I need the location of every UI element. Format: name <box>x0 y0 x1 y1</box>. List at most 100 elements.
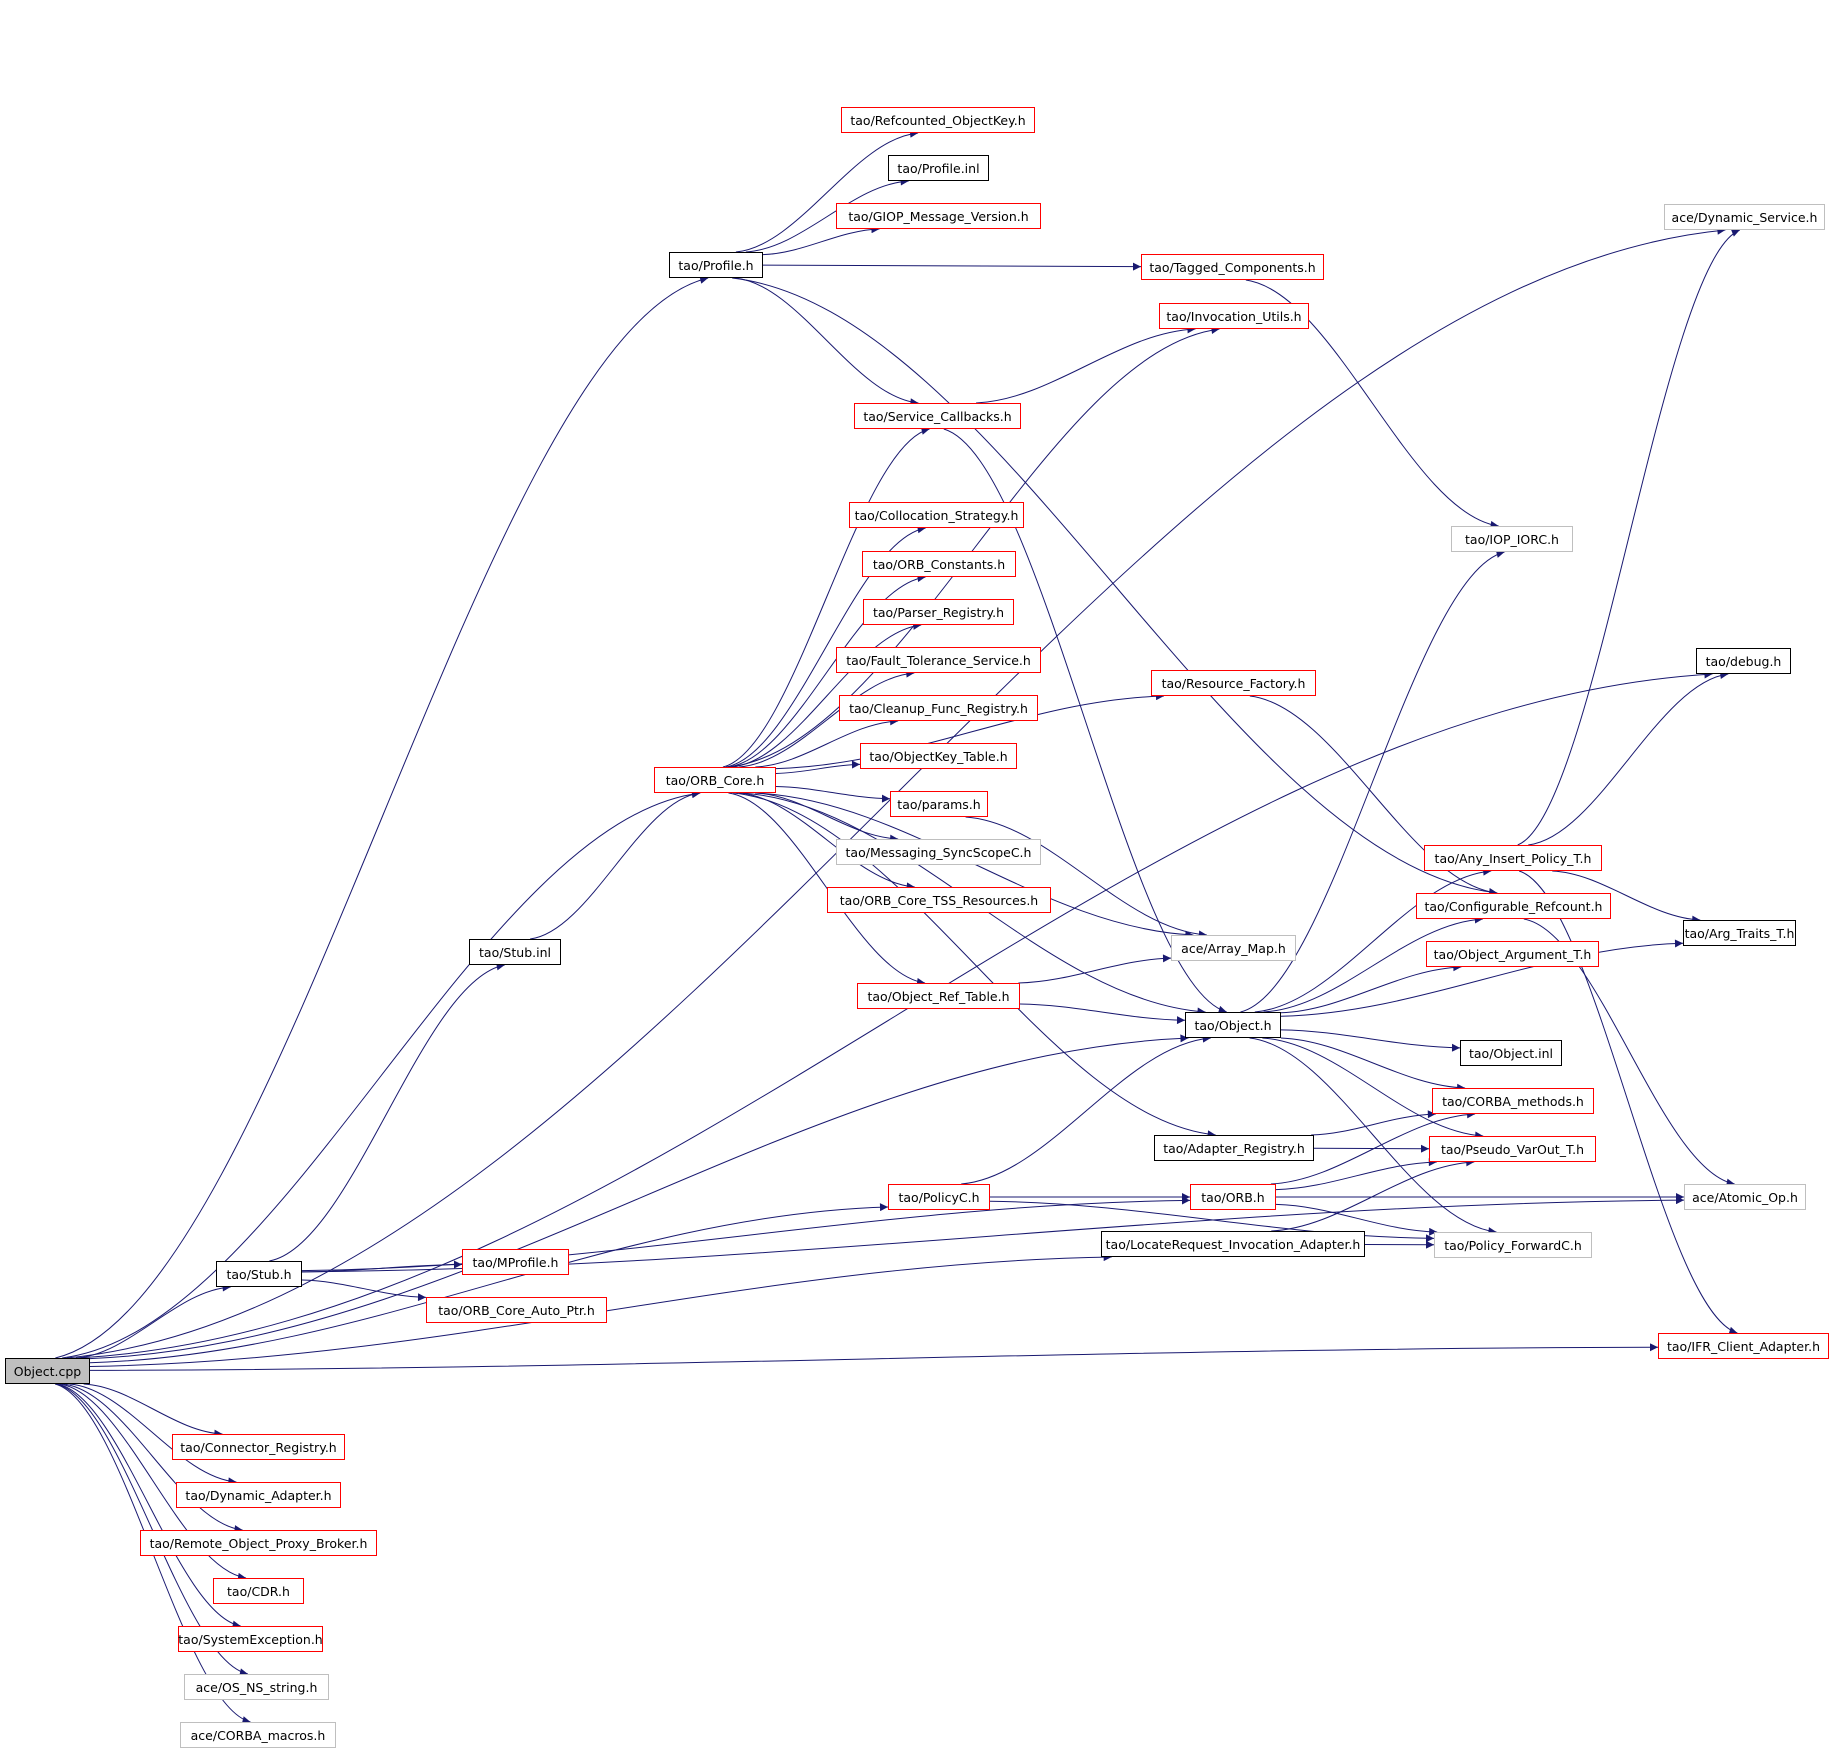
node-profile-inl[interactable]: tao/Profile.inl <box>888 155 989 181</box>
node-dynamic-service[interactable]: ace/Dynamic_Service.h <box>1664 204 1825 230</box>
edge-orb_h-to-pseudo_varout <box>1275 1158 1437 1191</box>
node-service-callbacks[interactable]: tao/Service_Callbacks.h <box>854 403 1021 429</box>
node-invocation-utils[interactable]: tao/Invocation_Utils.h <box>1159 303 1309 329</box>
edge-stub_h-to-orb_core_auto_ptr <box>301 1279 427 1302</box>
node-orb-core[interactable]: tao/ORB_Core.h <box>654 767 776 793</box>
node-messaging-syncscopec[interactable]: tao/Messaging_SyncScopeC.h <box>836 839 1041 865</box>
edge-service_callbacks-to-invocation_utils <box>976 325 1196 404</box>
node-orb-h[interactable]: tao/ORB.h <box>1190 1184 1276 1210</box>
node-fault-tolerance-service[interactable]: tao/Fault_Tolerance_Service.h <box>836 647 1041 673</box>
node-connector-registry[interactable]: tao/Connector_Registry.h <box>172 1434 345 1460</box>
edge-profile_h-to-tagged_components <box>762 262 1142 271</box>
edge-any_insert_policy-to-dynamic_service <box>1517 229 1740 846</box>
node-objectkey-table[interactable]: tao/ObjectKey_Table.h <box>860 743 1017 769</box>
edge-orb_core-to-messaging_syncscopec <box>755 792 899 843</box>
edge-object_cpp-to-orb_core <box>62 790 701 1359</box>
edge-object_cpp-to-systemexception <box>57 1383 241 1629</box>
edge-stub_h-to-stub_inl <box>269 962 505 1262</box>
node-object-h[interactable]: tao/Object.h <box>1185 1012 1281 1038</box>
node-arg-traits-t[interactable]: tao/Arg_Traits_T.h <box>1683 920 1796 946</box>
edge-service_callbacks-to-object_h <box>943 428 1227 1014</box>
node-object-ref-table[interactable]: tao/Object_Ref_Table.h <box>857 983 1020 1009</box>
node-systemexception[interactable]: tao/SystemException.h <box>178 1626 323 1652</box>
edge-object_cpp-to-connector_registry <box>83 1383 223 1438</box>
edge-object_cpp-to-profile_h <box>55 275 709 1359</box>
edge-orb_core-to-cleanup_func_registry <box>755 717 899 768</box>
node-tagged-components[interactable]: tao/Tagged_Components.h <box>1141 254 1324 280</box>
node-remote-object-proxy-broker[interactable]: tao/Remote_Object_Proxy_Broker.h <box>140 1530 377 1556</box>
node-corba-methods[interactable]: tao/CORBA_methods.h <box>1432 1088 1594 1114</box>
node-parser-registry[interactable]: tao/Parser_Registry.h <box>863 599 1014 625</box>
edge-orb_core-to-collocation_strategy <box>725 525 926 768</box>
edge-locaterequest-to-pseudo_varout <box>1271 1158 1475 1232</box>
edge-object_h-to-arg_traits_t <box>1280 939 1684 1017</box>
edge-profile_h-to-profile_inl <box>745 177 909 253</box>
edge-stub_h-to-orb_h <box>301 1196 1191 1272</box>
edge-configurable_refcount-to-atomic_op <box>1523 918 1735 1187</box>
edge-profile_h-to-giop_message_version <box>762 225 880 256</box>
node-os-ns-string[interactable]: ace/OS_NS_string.h <box>184 1674 329 1700</box>
edge-object_h-to-pseudo_varout <box>1262 1037 1484 1140</box>
node-orb-constants[interactable]: tao/ORB_Constants.h <box>862 551 1016 577</box>
edge-object_h-to-any_insert_policy <box>1254 867 1492 1013</box>
edge-orb_core-to-params <box>775 786 891 803</box>
node-object-cpp[interactable]: Object.cpp <box>5 1358 90 1384</box>
edge-object_h-to-object_argument_t <box>1280 963 1462 1014</box>
node-collocation-strategy[interactable]: tao/Collocation_Strategy.h <box>849 502 1024 528</box>
node-corba-macros[interactable]: ace/CORBA_macros.h <box>180 1722 336 1748</box>
edge-object_h-to-configurable_refcount <box>1263 915 1483 1013</box>
node-debug-h[interactable]: tao/debug.h <box>1696 648 1791 674</box>
node-giop-message-version[interactable]: tao/GIOP_Message_Version.h <box>836 203 1041 229</box>
node-configurable-refcount[interactable]: tao/Configurable_Refcount.h <box>1416 893 1611 919</box>
node-params[interactable]: tao/params.h <box>890 791 988 817</box>
node-orb-core-tss-resources[interactable]: tao/ORB_Core_TSS_Resources.h <box>827 887 1051 913</box>
node-stub-inl[interactable]: tao/Stub.inl <box>469 939 561 965</box>
edge-object_cpp-to-remote_object_proxy_broker <box>63 1383 243 1534</box>
edge-object_cpp-to-policyc <box>89 1203 889 1364</box>
edge-object_cpp-to-debug_h <box>78 670 1713 1359</box>
edge-orb_core-to-service_callbacks <box>722 426 930 768</box>
node-profile-h[interactable]: tao/Profile.h <box>669 252 763 278</box>
node-mprofile[interactable]: tao/MProfile.h <box>462 1249 569 1275</box>
edge-adapter_registry-to-corba_methods <box>1311 1110 1436 1136</box>
node-atomic-op[interactable]: ace/Atomic_Op.h <box>1684 1184 1806 1210</box>
edge-orb_core-to-object_ref_table <box>728 792 926 986</box>
edge-orb_h-to-policy_forwardc <box>1275 1203 1438 1236</box>
edge-orb_core-to-objectkey_table <box>775 760 861 774</box>
node-pseudo-varout[interactable]: tao/Pseudo_VarOut_T.h <box>1429 1136 1596 1162</box>
node-resource-factory[interactable]: tao/Resource_Factory.h <box>1151 670 1316 696</box>
node-refcounted-objectkey[interactable]: tao/Refcounted_ObjectKey.h <box>841 107 1035 133</box>
node-cleanup-func-registry[interactable]: tao/Cleanup_Func_Registry.h <box>839 695 1038 721</box>
edge-object_cpp-to-dynamic_adapter <box>69 1383 237 1486</box>
node-any-insert-policy[interactable]: tao/Any_Insert_Policy_T.h <box>1424 845 1602 871</box>
edge-object_h-to-iop_iorc <box>1240 550 1505 1013</box>
edge-object_cpp-to-object_h <box>89 1034 1189 1360</box>
edge-profile_h-to-refcounted_objectkey <box>735 129 919 253</box>
node-array-map[interactable]: ace/Array_Map.h <box>1171 935 1296 961</box>
node-orb-core-auto-ptr[interactable]: tao/ORB_Core_Auto_Ptr.h <box>426 1297 607 1323</box>
edge-object_cpp-to-cdr <box>59 1383 247 1581</box>
node-adapter-registry[interactable]: tao/Adapter_Registry.h <box>1154 1135 1314 1161</box>
edge-object_cpp-to-os_ns_string <box>55 1383 249 1677</box>
edge-orb_core-to-resource_factory <box>775 692 1165 770</box>
node-ifr-client-adapter[interactable]: tao/IFR_Client_Adapter.h <box>1658 1333 1829 1359</box>
edge-object_cpp-to-stub_h <box>75 1283 231 1359</box>
edge-any_insert_policy-to-debug_h <box>1528 671 1729 846</box>
node-locaterequest[interactable]: tao/LocateRequest_Invocation_Adapter.h <box>1101 1231 1365 1257</box>
edge-orb_h-to-corba_methods <box>1270 1110 1476 1185</box>
node-dynamic-adapter[interactable]: tao/Dynamic_Adapter.h <box>176 1482 341 1508</box>
node-policyc[interactable]: tao/PolicyC.h <box>888 1184 990 1210</box>
node-object-argument-t[interactable]: tao/Object_Argument_T.h <box>1426 941 1599 967</box>
edge-object_h-to-object_inl <box>1280 1029 1461 1052</box>
node-cdr[interactable]: tao/CDR.h <box>213 1578 304 1604</box>
edge-orb_core-to-parser_registry <box>732 621 922 768</box>
node-stub-h[interactable]: tao/Stub.h <box>216 1261 302 1287</box>
node-object-inl[interactable]: tao/Object.inl <box>1460 1040 1562 1066</box>
edge-any_insert_policy-to-arg_traits_t <box>1552 870 1701 924</box>
node-policy-forwardc[interactable]: tao/Policy_ForwardC.h <box>1434 1232 1592 1258</box>
edge-policyc-to-policy_forwardc <box>989 1200 1435 1243</box>
edge-profile_h-to-configurable_refcount <box>732 277 1498 897</box>
node-iop-iorc[interactable]: tao/IOP_IORC.h <box>1451 526 1573 552</box>
